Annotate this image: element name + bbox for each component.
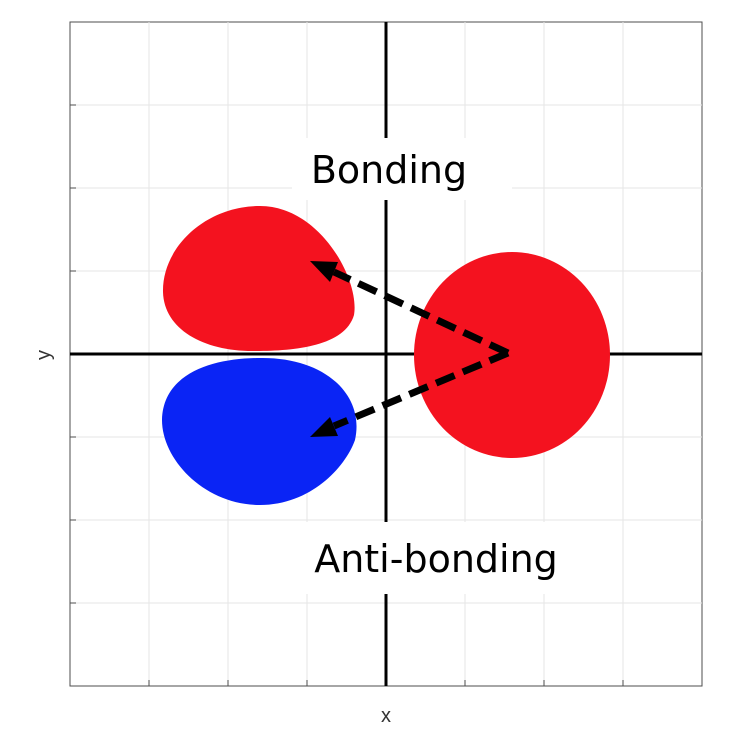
antibonding-label-background: [290, 522, 572, 594]
bonding-arrowhead: [310, 261, 338, 282]
antibonding-arrow-shaft: [332, 349, 510, 430]
antibonding-label: Anti-bonding: [314, 537, 558, 581]
antibonding-arrowhead: [310, 417, 338, 437]
bonding-arrow-shaft: [332, 268, 510, 357]
p-orbital-lower-lobe: [162, 357, 357, 505]
p-orbital-upper-lobe: [162, 206, 355, 352]
y-axis-label: y: [33, 350, 55, 360]
bonding-label: Bonding: [311, 148, 467, 192]
bonding-label-background: [292, 138, 512, 200]
x-axis-label: x: [381, 705, 391, 727]
s-orbital-lobe: [414, 252, 610, 458]
arrows: [310, 261, 510, 437]
tick-marks: [70, 104, 624, 686]
